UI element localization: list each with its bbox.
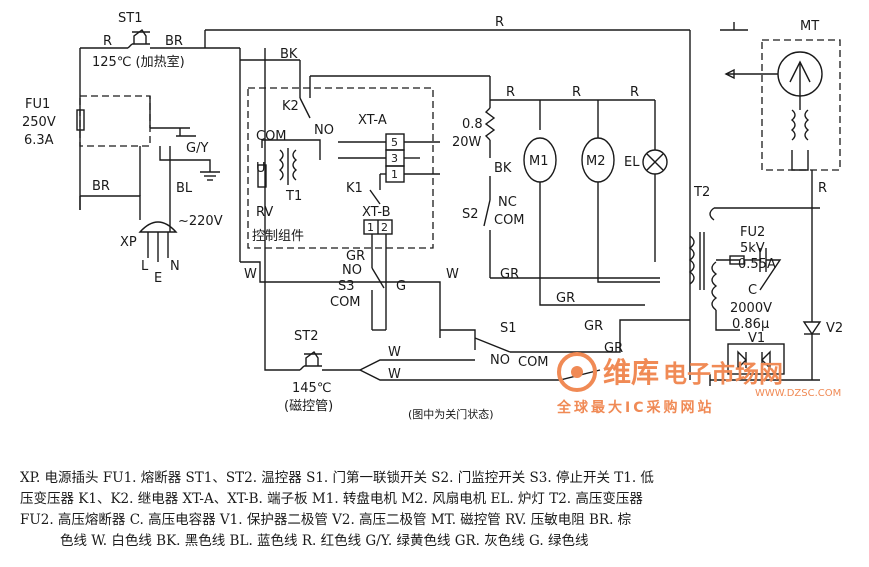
mt-label: MT bbox=[800, 19, 819, 34]
resistor-value: 0.8 bbox=[462, 117, 483, 132]
watermark-brand2: 电子市场网 bbox=[663, 360, 783, 388]
fu1-voltage: 250V bbox=[22, 115, 56, 130]
st2-label: ST2 bbox=[294, 329, 318, 344]
fu1-label: FU1 bbox=[25, 97, 50, 112]
k2-no: NO bbox=[314, 123, 334, 138]
wire-gr-s1b: GR bbox=[604, 341, 623, 356]
wire-w-bottom-1: W bbox=[388, 345, 401, 360]
st2-temp: 145℃ bbox=[292, 381, 331, 396]
xp-plug: XP ~220V L E N bbox=[120, 214, 223, 286]
watermark: 维库 电子市场网 WWW.DZSC.COM 全球最大IC采购网站 bbox=[556, 352, 841, 416]
plug-l: L bbox=[141, 259, 149, 274]
s1-label: S1 bbox=[500, 321, 517, 336]
xtb-pin-1: 1 bbox=[367, 221, 374, 234]
k2-label: K2 bbox=[282, 99, 299, 114]
t1-label: T1 bbox=[285, 189, 302, 204]
s1-switch: S1 NO COM GR GR GR bbox=[439, 291, 690, 370]
s2-label: S2 bbox=[462, 207, 479, 222]
legend-line-1: XP. 电源插头 FU1. 熔断器 ST1、ST2. 温控器 S1. 门第一联锁… bbox=[20, 470, 654, 486]
ground-gy: G/Y bbox=[159, 141, 220, 181]
fu1-current: 6.3A bbox=[24, 133, 54, 148]
xtb-pin-2: 2 bbox=[381, 221, 388, 234]
wire-br-left: BR bbox=[92, 179, 110, 194]
plug-n: N bbox=[170, 259, 180, 274]
wire-r-m1: R bbox=[506, 85, 515, 100]
legend-line-2: 压变压器 K1、K2. 继电器 XT-A、XT-B. 端子板 M1. 转盘电机 … bbox=[20, 491, 643, 507]
xp-label: XP bbox=[120, 235, 137, 250]
wire-gr-s1: GR bbox=[584, 319, 603, 334]
c-value: 0.86μ bbox=[732, 317, 769, 332]
wire-bl: BL bbox=[176, 181, 193, 196]
s3-com: COM bbox=[330, 295, 361, 310]
s3-no: NO bbox=[342, 263, 362, 278]
s3-g: G bbox=[396, 279, 406, 294]
st1-label: ST1 bbox=[118, 11, 142, 26]
wire-gr-s2: GR bbox=[500, 267, 519, 282]
k1-label: K1 bbox=[346, 181, 363, 196]
s3-label: S3 bbox=[338, 279, 355, 294]
m1-label: M1 bbox=[529, 154, 549, 169]
wire-gr-m1: GR bbox=[556, 291, 575, 306]
control-assembly: 控制组件 K2 COM NO BK T1 U RV XT-A 5 3 1 bbox=[240, 47, 491, 249]
c-voltage: 2000V bbox=[730, 301, 772, 316]
xta-pin-1: 1 bbox=[391, 168, 398, 181]
st1-temp-label: 125℃ (加热室) bbox=[92, 54, 185, 70]
st1-thermostat: ST1 125℃ (加热室) R BR bbox=[80, 11, 205, 70]
s2-nc: NC bbox=[498, 195, 517, 210]
wire-w-mid: W bbox=[446, 267, 459, 282]
xta-pin-3: 3 bbox=[391, 152, 398, 165]
s1-com: COM bbox=[518, 355, 549, 370]
wire-w-bottom-2: W bbox=[388, 367, 401, 382]
s3-switch: GR NO S3 COM G bbox=[330, 234, 406, 331]
motors-and-lamp: 0.8 20W BK R R R M1 M2 EL bbox=[452, 85, 668, 306]
xta-pin-5: 5 bbox=[391, 136, 398, 149]
resistor-power: 20W bbox=[452, 135, 482, 150]
v2-label: V2 bbox=[826, 321, 843, 336]
mt-magnetron: MT R bbox=[720, 19, 841, 208]
t2-transformer: T2 bbox=[688, 185, 820, 331]
fu2-voltage: 5kV bbox=[740, 241, 765, 256]
wire-bk: BK bbox=[280, 47, 298, 62]
watermark-slogan: 全球最大IC采购网站 bbox=[556, 399, 714, 416]
c-label: C bbox=[748, 283, 757, 298]
wire-r-el: R bbox=[630, 85, 639, 100]
wire-br-st1: BR bbox=[165, 34, 183, 49]
wire-r-st1: R bbox=[103, 34, 112, 49]
wire-r-mt: R bbox=[818, 181, 827, 196]
wire-gy: G/Y bbox=[186, 141, 208, 156]
resistor-bk: BK bbox=[494, 161, 512, 176]
watermark-url: WWW.DZSC.COM bbox=[755, 388, 841, 399]
watermark-brand: 维库 bbox=[603, 356, 659, 389]
el-label: EL bbox=[624, 155, 640, 170]
door-closed-note: (图中为关门状态) bbox=[408, 407, 494, 421]
fu1-fuse: FU1 250V 6.3A bbox=[22, 95, 196, 210]
watermark-logo-icon bbox=[557, 352, 597, 392]
plug-e: E bbox=[154, 271, 162, 286]
xta-label: XT-A bbox=[358, 113, 387, 128]
k2-com: COM bbox=[256, 129, 287, 144]
wire-w-left: W bbox=[244, 267, 257, 282]
wire-r-m2: R bbox=[572, 85, 581, 100]
legend-line-4: 色线 W. 白色线 BK. 黑色线 BL. 蓝色线 R. 红色线 G/Y. 绿黄… bbox=[60, 533, 589, 549]
s1-no: NO bbox=[490, 353, 510, 368]
control-assembly-label: 控制组件 bbox=[252, 229, 304, 244]
xtb-label: XT-B bbox=[362, 205, 391, 220]
fu2-current: 0.55A bbox=[738, 257, 776, 272]
u-label: U bbox=[256, 161, 266, 176]
s2-switch: NC S2 COM GR W bbox=[446, 176, 660, 282]
fu2-label: FU2 bbox=[740, 225, 765, 240]
ac-voltage: ~220V bbox=[178, 214, 223, 229]
wire-r-top: R bbox=[495, 15, 504, 30]
v1-label: V1 bbox=[748, 331, 765, 346]
m2-label: M2 bbox=[586, 154, 606, 169]
st2-note: (磁控管) bbox=[284, 399, 333, 414]
circuit-diagram: ST1 125℃ (加热室) R BR R FU1 250V 6.3A G/Y … bbox=[22, 11, 843, 421]
s2-com: COM bbox=[494, 213, 525, 228]
st2-thermostat: ST2 145℃ (磁控管) W W bbox=[264, 48, 601, 414]
t2-label: T2 bbox=[693, 185, 710, 200]
hv-components: FU2 5kV 0.55A C 2000V 0.86μ V1 V2 bbox=[709, 208, 843, 386]
s3-gr: GR bbox=[346, 249, 365, 264]
legend-line-3: FU2. 高压熔断器 C. 高压电容器 V1. 保护器二极管 V2. 高压二极管… bbox=[20, 512, 632, 528]
legend: XP. 电源插头 FU1. 熔断器 ST1、ST2. 温控器 S1. 门第一联锁… bbox=[20, 468, 856, 552]
